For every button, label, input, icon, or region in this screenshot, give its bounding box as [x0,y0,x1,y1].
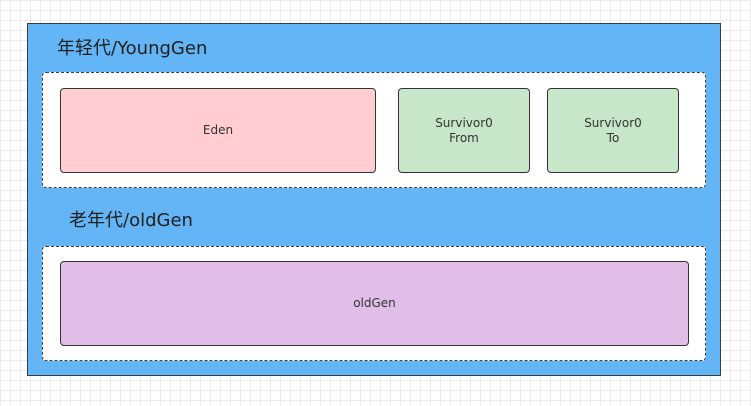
oldgen-region: oldGen [60,261,689,346]
young-gen-title: 年轻代/YoungGen [57,38,208,59]
survivor-from-region: Survivor0 From [398,88,530,173]
oldgen-label: oldGen [353,296,396,310]
survivor-from-label-line2: From [449,130,479,145]
survivor-to-label-line2: To [606,130,620,145]
eden-label: Eden [202,123,234,137]
old-gen-title: 老年代/oldGen [69,210,193,231]
survivor-to-label-line1: Survivor0 [584,115,642,130]
eden-region: Eden [60,88,376,173]
survivor-from-label-line1: Survivor0 [435,115,493,130]
survivor-to-region: Survivor0 To [547,88,679,173]
